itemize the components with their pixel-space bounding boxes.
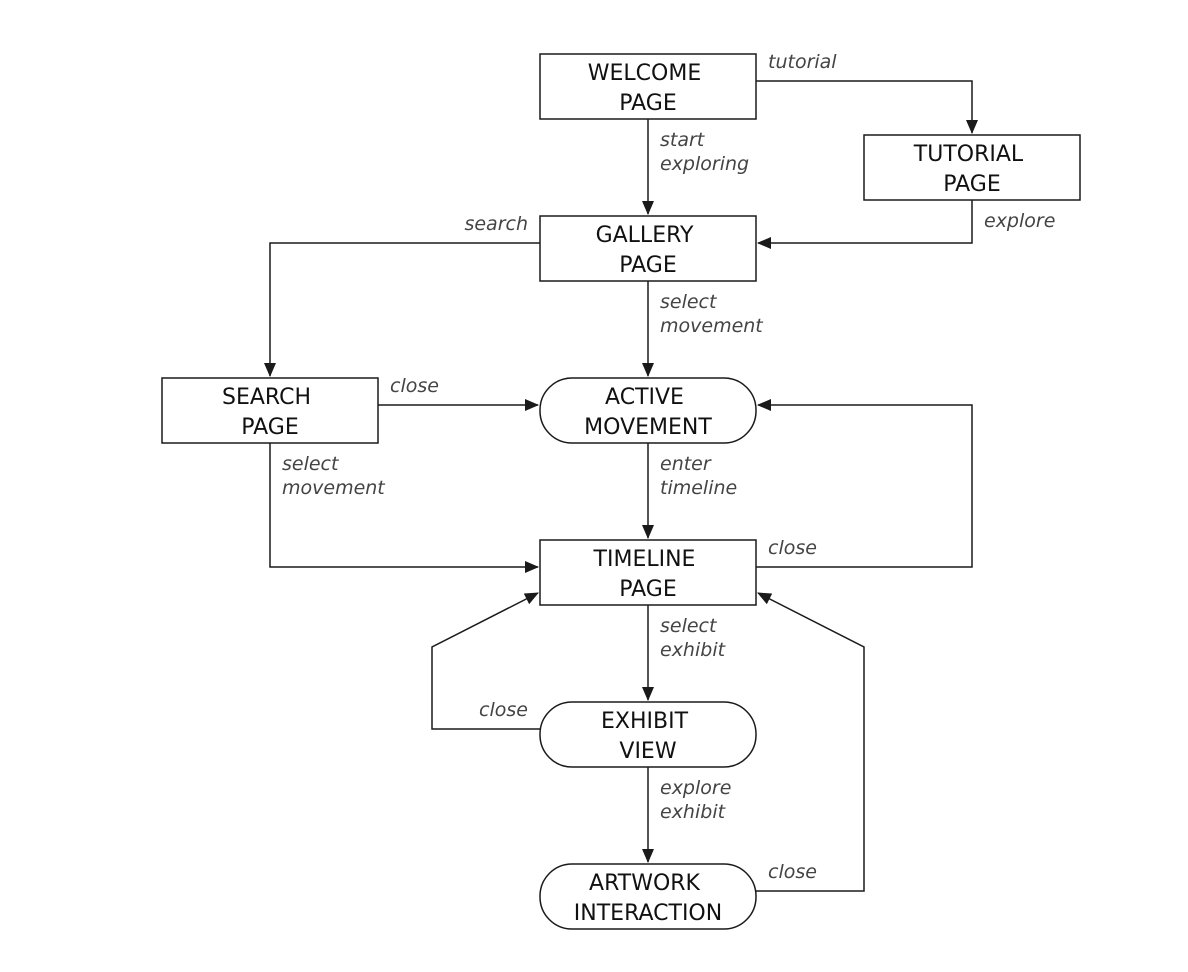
label-artwork-to-timeline: close [768,861,817,883]
label-line: movement [660,315,764,337]
label-welcome-to-tutorial: tutorial [768,51,837,73]
label-timeline-to-exhibit: select exhibit [660,615,727,661]
node-box [539,539,757,606]
node-label-line: TIMELINE [593,547,696,572]
label-exhibit-to-timeline: close [479,699,528,721]
label-search-to-active: close [390,375,439,397]
node-label: ARTWORK INTERACTION [574,871,722,926]
node-welcome-page: WELCOME PAGE [539,53,757,120]
node-label: TIMELINE PAGE [593,547,703,602]
node-label-line: WELCOME [588,61,701,86]
label-welcome-to-gallery: start exploring [660,129,749,175]
node-label-line: TUTORIAL [913,142,1024,167]
label-line: select [282,453,340,475]
label-search-to-timeline: select movement [282,453,386,499]
edge-tutorial-to-gallery [757,200,973,249]
label-line: close [768,537,817,559]
label-line: close [390,375,439,397]
node-label-line: EXHIBIT [601,709,689,734]
node-exhibit-view: EXHIBIT VIEW [539,701,757,768]
node-search-page: SEARCH PAGE [161,377,379,444]
node-box [863,134,1081,201]
node-box [539,215,757,282]
node-gallery-page: GALLERY PAGE [539,215,757,282]
label-exhibit-to-artwork: explore exhibit [660,777,737,823]
node-label: WELCOME PAGE [588,61,708,116]
label-line: search [464,213,528,235]
node-label-line: ACTIVE [605,385,684,410]
node-box [539,377,757,444]
label-line: tutorial [768,51,837,73]
edge-gallery-to-search [264,242,540,377]
node-box [161,377,379,444]
node-timeline-page: TIMELINE PAGE [539,539,757,606]
node-label: ACTIVE MOVEMENT [584,385,712,440]
node-label-line: PAGE [619,91,676,116]
edges [264,80,978,892]
node-label-line: MOVEMENT [584,415,712,440]
label-line: explore [984,210,1055,232]
node-label-line: PAGE [619,253,676,278]
node-box [539,53,757,120]
node-label: EXHIBIT VIEW [601,709,695,764]
node-label-line: PAGE [943,172,1000,197]
edge-labels: tutorial start exploring explore search … [282,51,1055,883]
label-line: enter [660,453,712,475]
node-box [539,863,757,930]
node-tutorial-page: TUTORIAL PAGE [863,134,1081,201]
label-line: close [479,699,528,721]
label-line: timeline [660,477,737,499]
node-label-line: GALLERY [596,223,694,248]
label-line: close [768,861,817,883]
node-label-line: ARTWORK [589,871,701,896]
node-label-line: PAGE [619,577,676,602]
label-line: movement [282,477,386,499]
node-active-movement: ACTIVE MOVEMENT [539,377,757,444]
label-line: exhibit [660,639,727,661]
label-timeline-to-active: close [768,537,817,559]
label-gallery-to-search: search [464,213,528,235]
node-label: SEARCH PAGE [222,385,318,440]
label-line: start [660,129,706,151]
label-line: explore [660,777,731,799]
node-label: TUTORIAL PAGE [913,142,1030,197]
label-line: exploring [660,153,749,175]
label-gallery-to-active: select movement [660,291,764,337]
node-artwork-interaction: ARTWORK INTERACTION [539,863,757,930]
label-line: select [660,615,718,637]
node-label: GALLERY PAGE [596,223,701,278]
label-tutorial-to-gallery: explore [984,210,1055,232]
node-label-line: VIEW [619,739,676,764]
node-box [539,701,757,768]
label-line: exhibit [660,801,727,823]
edge-artwork-to-timeline [756,592,865,892]
edge-timeline-to-active [756,399,973,568]
edge-welcome-to-tutorial [756,80,978,134]
node-label-line: SEARCH [222,385,311,410]
label-line: select [660,291,718,313]
node-label-line: INTERACTION [574,901,722,926]
node-label-line: PAGE [241,415,298,440]
label-active-to-timeline: enter timeline [660,453,737,499]
edge-exhibit-to-timeline [431,592,540,730]
edge-search-to-timeline [269,443,539,573]
